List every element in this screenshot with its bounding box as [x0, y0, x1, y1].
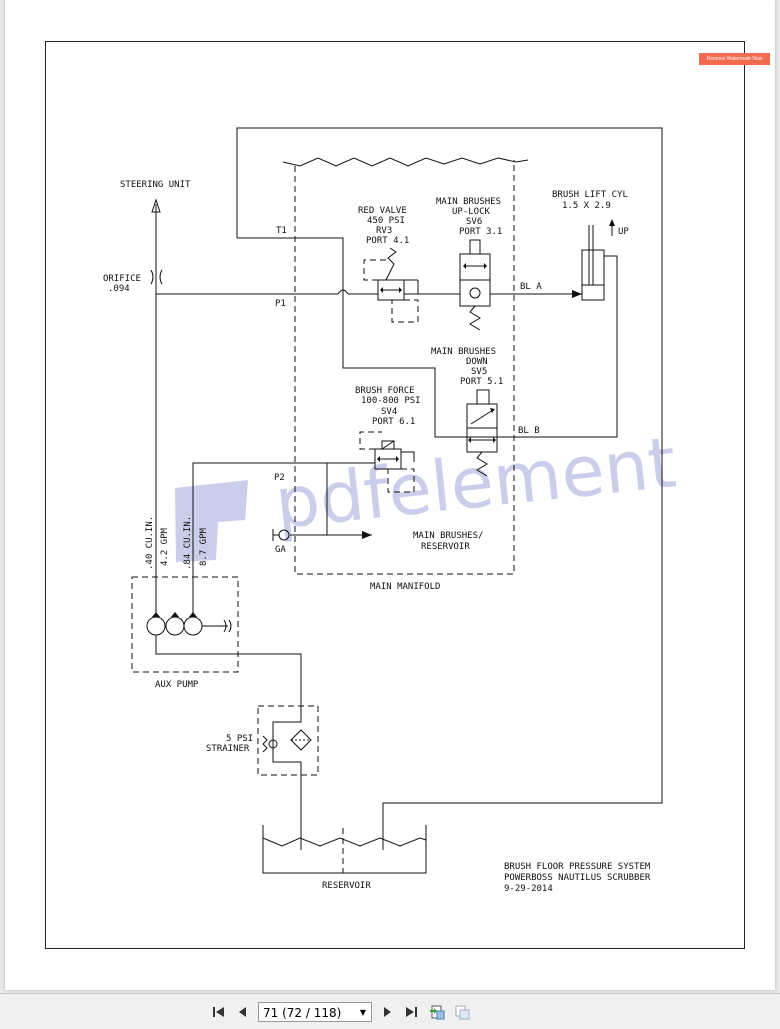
down-id: SV5	[471, 367, 487, 377]
uplock-port: PORT 3.1	[459, 227, 502, 237]
red-valve-pressure: 450 PSI	[367, 216, 405, 226]
ga-label: GA	[275, 545, 286, 555]
bl-b-label: BL B	[518, 426, 540, 436]
uplock-label-1: MAIN BRUSHES	[436, 197, 501, 207]
bl-a-label: BL A	[520, 282, 542, 292]
continuous-view-button[interactable]	[453, 1003, 471, 1021]
red-valve-label: RED VALVE	[358, 206, 407, 216]
brush-force-range: 100-800 PSI	[361, 396, 421, 406]
document-viewer: pdfelement	[5, 0, 775, 990]
red-valve-port: PORT 4.1	[366, 236, 409, 246]
next-page-icon	[384, 1007, 391, 1017]
uplock-label-2: UP-LOCK	[452, 207, 491, 217]
page-indicator: 71 (72 / 118)	[263, 1006, 342, 1020]
brush-lift-cyl-size: 1.5 X 2.9	[562, 201, 611, 211]
p1-label: P1	[275, 299, 286, 309]
aux-pump-label: AUX PUMP	[155, 680, 199, 690]
down-label-1: MAIN BRUSHES	[431, 347, 496, 357]
continuous-view-icon	[455, 1005, 470, 1020]
steering-unit-label: STEERING UNIT	[120, 180, 191, 190]
pump-spec-3: .84 CU.IN.	[183, 516, 193, 570]
pdf-page	[5, 0, 775, 990]
first-page-icon	[213, 1007, 224, 1017]
chevron-down-icon: ▼	[359, 1008, 366, 1017]
pump-spec-4: 8.7 GPM	[199, 527, 209, 566]
title-line-1: BRUSH FLOOR PRESSURE SYSTEM	[504, 862, 651, 872]
p2-label: P2	[274, 473, 285, 483]
up-label: UP	[618, 227, 629, 237]
pump-spec-1: .40 CU.IN.	[145, 516, 155, 570]
last-page-button[interactable]	[402, 1003, 420, 1021]
orifice-label: ORIFICE	[103, 274, 141, 284]
previous-page-button[interactable]	[234, 1003, 252, 1021]
previous-page-icon	[239, 1007, 246, 1017]
down-label-2: DOWN	[466, 357, 488, 367]
next-page-button[interactable]	[378, 1003, 396, 1021]
reservoir-label: RESERVOIR	[322, 881, 371, 891]
page-number-select[interactable]: 71 (72 / 118) ▼	[258, 1002, 372, 1022]
single-page-view-icon	[430, 1005, 445, 1020]
orifice-size-label: .094	[108, 284, 130, 294]
strainer-pressure: 5 PSI	[226, 734, 253, 744]
title-line-2: POWERBOSS NAUTILUS SCRUBBER	[504, 873, 651, 883]
page-navigation-toolbar: 71 (72 / 118) ▼	[0, 993, 780, 1029]
last-page-icon	[406, 1007, 417, 1017]
remove-watermark-button[interactable]: Remove Watermark Now	[699, 53, 770, 65]
title-date: 9-29-2014	[504, 884, 553, 894]
pump-spec-2: 4.2 GPM	[160, 527, 170, 566]
main-manifold-label: MAIN MANIFOLD	[370, 582, 440, 592]
main-brushes-reservoir-2: RESERVOIR	[421, 542, 470, 552]
uplock-id: SV6	[466, 217, 482, 227]
brush-force-label: BRUSH FORCE	[355, 386, 415, 396]
strainer-label: STRAINER	[206, 744, 250, 754]
red-valve-id: RV3	[376, 226, 392, 236]
down-port: PORT 5.1	[460, 377, 503, 387]
first-page-button[interactable]	[210, 1003, 228, 1021]
single-page-view-button[interactable]	[428, 1003, 446, 1021]
t1-label: T1	[276, 226, 287, 236]
brush-force-port: PORT 6.1	[372, 417, 415, 427]
hydraulic-schematic: pdfelement	[103, 127, 680, 894]
drawing-border	[45, 41, 745, 949]
brush-lift-cyl-label: BRUSH LIFT CYL	[552, 190, 628, 200]
brush-force-id: SV4	[381, 407, 397, 417]
main-brushes-reservoir-1: MAIN BRUSHES/	[413, 531, 483, 541]
